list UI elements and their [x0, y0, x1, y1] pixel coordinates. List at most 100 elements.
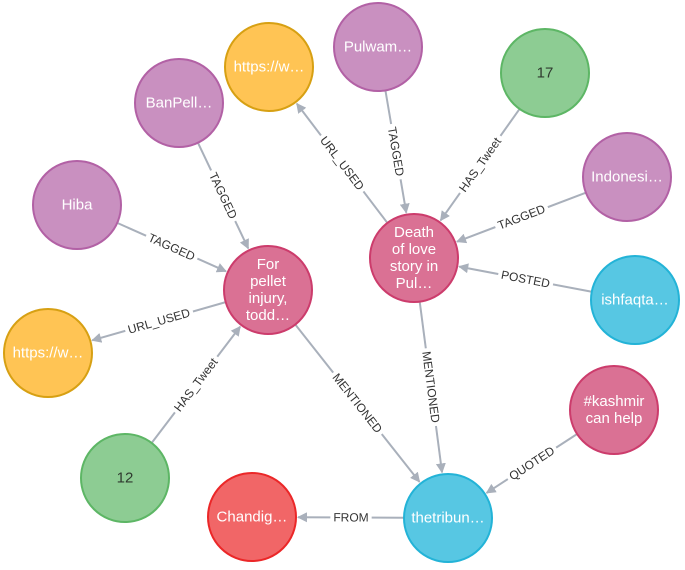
node-label: Chandig… — [217, 509, 288, 526]
edge-label-background — [168, 351, 224, 418]
hashtag-node[interactable]: BanPell… — [134, 58, 224, 148]
url-node[interactable]: https://w… — [224, 22, 314, 112]
node-label: #kashmir — [584, 393, 645, 410]
edge-label-background — [203, 166, 243, 225]
edge-label-background — [453, 131, 508, 198]
node-label: For — [257, 256, 280, 273]
node-label: ishfaqta… — [601, 292, 669, 309]
edge-label-background — [503, 440, 561, 486]
node-circle — [403, 473, 493, 563]
hashtag-node[interactable]: Pulwam… — [333, 2, 423, 92]
edge-label-background — [330, 509, 372, 526]
node-label: can help — [586, 410, 643, 427]
node-label: Pul… — [396, 275, 433, 292]
node-label: pellet — [250, 273, 287, 290]
relationship-edge[interactable]: URL_USED — [91, 301, 226, 343]
relationship-edge[interactable]: MENTIONED — [294, 323, 421, 483]
node-label: thetribun… — [411, 510, 484, 527]
node-label: Death — [394, 224, 434, 241]
node-label: Pulwam… — [344, 39, 412, 56]
node-label: https://w… — [234, 59, 305, 76]
relationship-edge[interactable]: HAS_Tweet — [150, 325, 241, 444]
edge-label-group: TAGGED — [203, 166, 243, 225]
relationship-edge[interactable]: FROM — [296, 509, 405, 526]
tweet-node[interactable]: Forpelletinjury,todd… — [223, 245, 313, 335]
edge-label: FROM — [333, 510, 368, 524]
location-node[interactable]: Chandig… — [207, 472, 297, 562]
node-circle — [3, 308, 93, 398]
node-circle — [369, 213, 459, 303]
edge-label: MENTIONED — [330, 371, 386, 436]
edge-label-background — [314, 130, 370, 197]
user-node[interactable]: thetribun… — [403, 473, 493, 563]
node-circle — [590, 255, 680, 345]
edge-label-group: URL_USED — [314, 130, 370, 197]
edge-label-group: TAGGED — [142, 228, 201, 266]
edge-label-background — [492, 199, 551, 235]
edge-label: URL_USED — [317, 134, 367, 194]
edge-label: URL_USED — [126, 306, 192, 337]
node-circle — [207, 472, 297, 562]
relationship-edge[interactable]: TAGGED — [116, 221, 227, 273]
relationship-edge[interactable]: URL_USED — [296, 102, 389, 224]
edge-label-group: POSTED — [496, 266, 555, 293]
edge-label: MENTIONED — [419, 350, 442, 424]
edge-label-background — [326, 367, 389, 440]
node-circle — [134, 58, 224, 148]
edge-label: TAGGED — [496, 202, 548, 233]
edge-label-background — [383, 122, 409, 181]
relationship-edge[interactable]: TAGGED — [456, 191, 587, 244]
node-circle — [223, 245, 313, 335]
edge-label-group: QUOTED — [503, 440, 561, 486]
node-label: todd… — [246, 307, 290, 324]
edge-label-background — [142, 228, 201, 266]
edge-label-group: HAS_Tweet — [453, 131, 508, 198]
node-label: BanPell… — [146, 95, 213, 112]
edge-label: HAS_Tweet — [171, 355, 221, 414]
node-label: 17 — [537, 65, 554, 82]
edge-label: HAS_Tweet — [456, 134, 504, 194]
node-label: injury, — [249, 290, 288, 307]
relationship-edge[interactable]: MENTIONED — [417, 301, 446, 474]
relationship-edge[interactable]: QUOTED — [485, 433, 578, 494]
count-node[interactable]: 12 — [80, 433, 170, 523]
edge-label-group: URL_USED — [123, 303, 196, 339]
edge-label-group: MENTIONED — [417, 347, 444, 428]
edge-label-background — [417, 347, 444, 428]
url-node[interactable]: https://w… — [3, 308, 93, 398]
edge-label-group: TAGGED — [383, 122, 409, 181]
user-node[interactable]: ishfaqta… — [590, 255, 680, 345]
node-circle — [569, 365, 659, 455]
relationship-edge[interactable]: TAGGED — [383, 90, 410, 214]
edge-label-group: FROM — [330, 509, 372, 526]
count-node[interactable]: 17 — [500, 28, 590, 118]
node-label: of love — [392, 241, 436, 258]
node-circle — [333, 2, 423, 92]
node-label: Indonesi… — [591, 169, 663, 186]
edge-label: QUOTED — [507, 443, 558, 483]
edge-label-background — [123, 303, 196, 339]
edge-label-group: HAS_Tweet — [168, 351, 224, 418]
hashtag-node[interactable]: Indonesi… — [582, 132, 672, 222]
node-circle — [80, 433, 170, 523]
edge-label-background — [496, 266, 555, 293]
node-circle — [32, 160, 122, 250]
hashtag-node[interactable]: Hiba — [32, 160, 122, 250]
relationship-edge[interactable]: HAS_Tweet — [439, 108, 521, 222]
relationship-edge[interactable]: TAGGED — [197, 142, 250, 250]
node-circle — [500, 28, 590, 118]
edge-label-group: MENTIONED — [326, 367, 389, 440]
node-label: 12 — [117, 470, 134, 487]
edge-label-group: TAGGED — [492, 199, 551, 235]
node-label: https://w… — [13, 345, 84, 362]
relationship-edge[interactable]: POSTED — [458, 263, 592, 293]
node-circle — [224, 22, 314, 112]
node-label: Hiba — [62, 197, 94, 214]
node-circle — [582, 132, 672, 222]
node-label: story in — [390, 258, 438, 275]
